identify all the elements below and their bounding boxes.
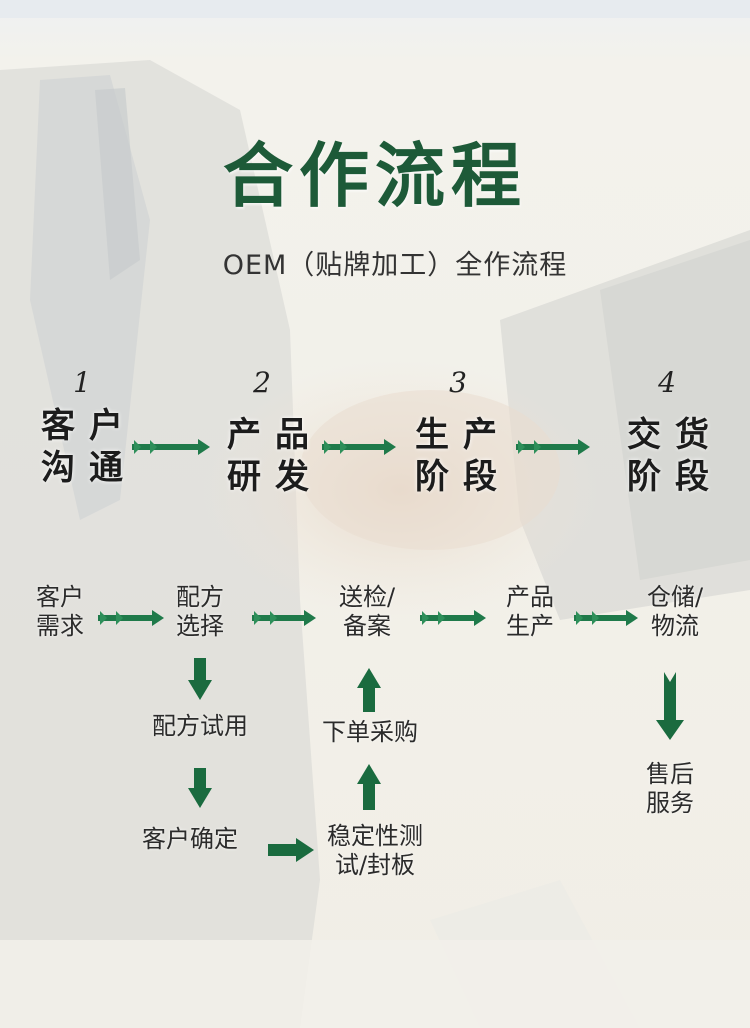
- page-subtitle: OEM（贴牌加工）全作流程: [0, 243, 750, 282]
- node-stability-test: 稳定性测 试/封板: [305, 822, 445, 880]
- stage-3-label: 生产 阶段: [408, 414, 518, 498]
- node-storage: 仓储/ 物流: [630, 583, 720, 641]
- node-production: 产品 生产: [490, 583, 570, 641]
- node-formula-trial: 配方试用: [130, 712, 270, 741]
- stage-2-label: 产品 研发: [220, 414, 330, 498]
- stage-1-label: 客户 沟通: [34, 405, 144, 489]
- stage-4-label: 交货 阶段: [620, 414, 730, 498]
- node-after-sales: 售后 服务: [630, 760, 710, 818]
- node-purchase: 下单采购: [300, 718, 440, 747]
- node-client-demand: 客户 需求: [20, 583, 100, 641]
- stage-2-number: 2: [232, 366, 292, 399]
- node-inspection: 送检/ 备案: [322, 583, 412, 641]
- stage-4-number: 4: [637, 366, 697, 399]
- stage-3-number: 3: [428, 366, 488, 399]
- node-client-confirm: 客户确定: [120, 825, 260, 854]
- page-title: 合作流程: [0, 120, 750, 221]
- node-formula-select: 配方 选择: [160, 583, 240, 641]
- stage-1-number: 1: [52, 366, 112, 399]
